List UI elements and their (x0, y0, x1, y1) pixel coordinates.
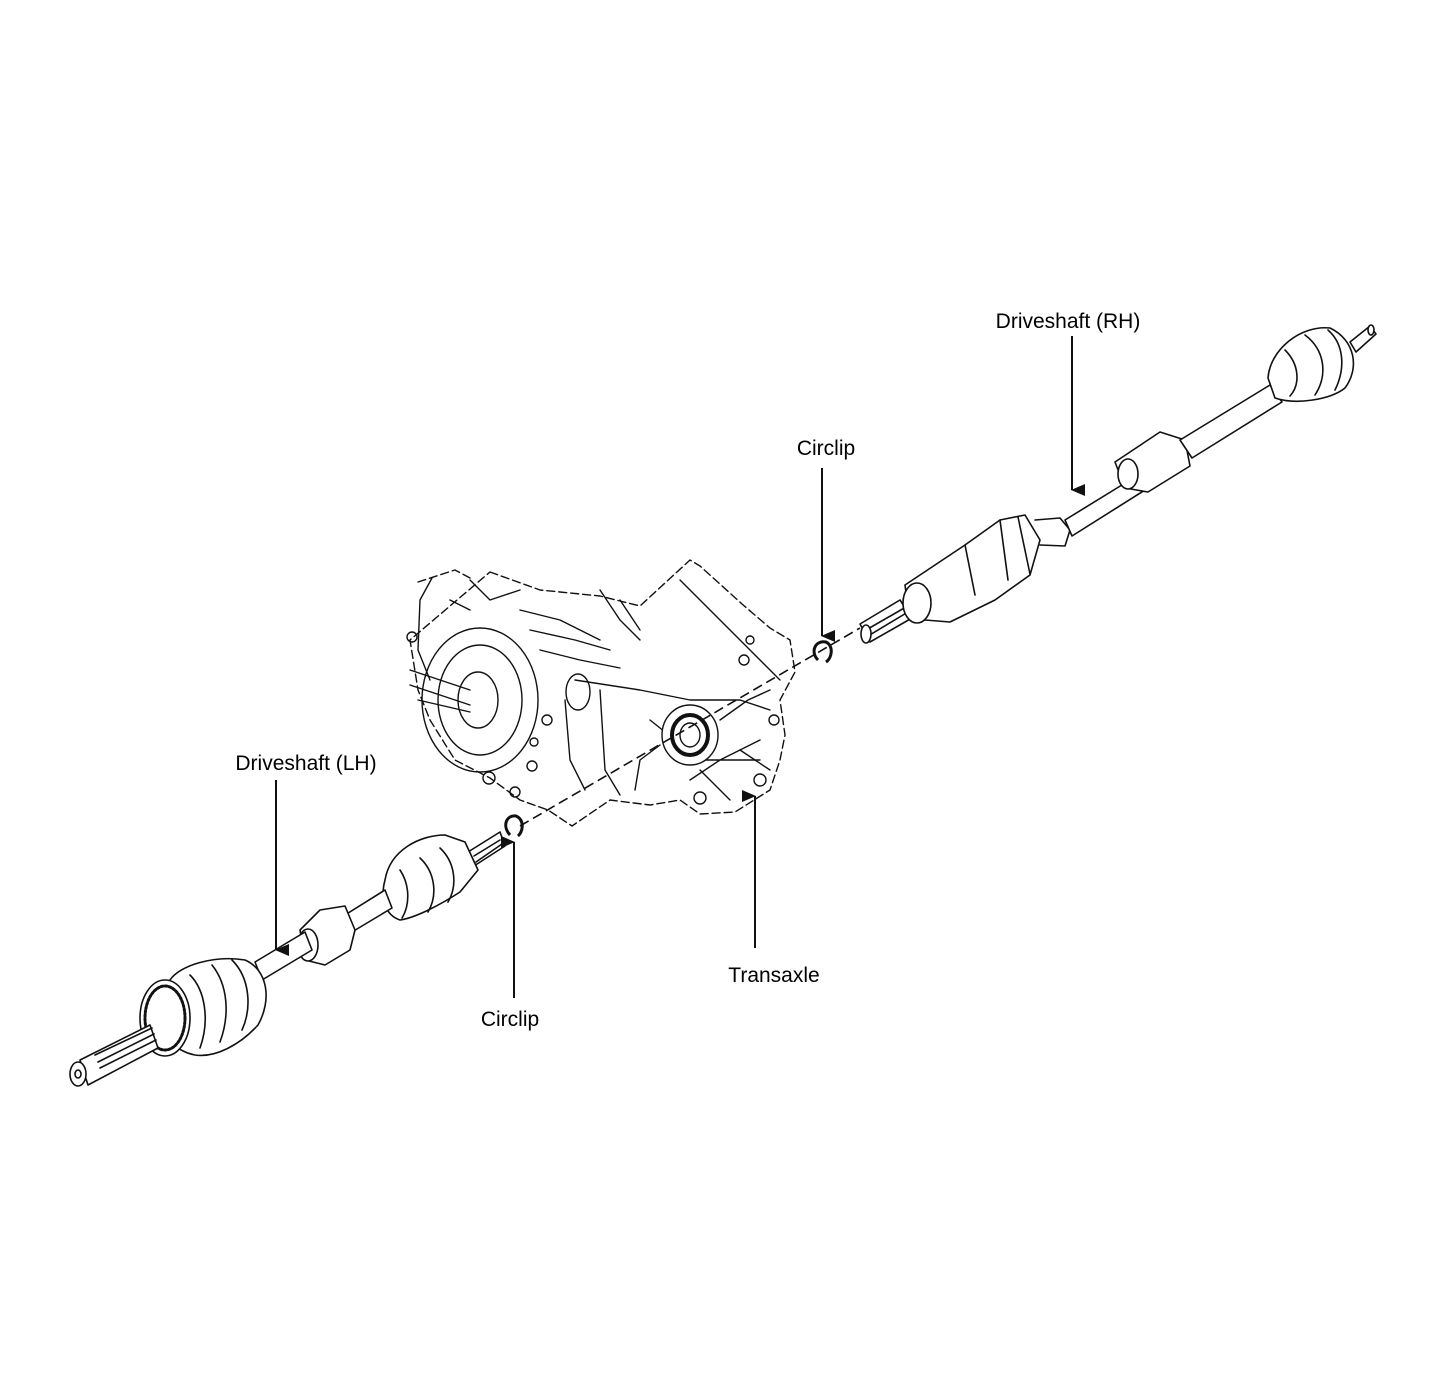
label-transaxle: Transaxle (728, 964, 819, 987)
label-circlip-lower: Circlip (481, 1008, 539, 1031)
circlip-lower-part (504, 814, 524, 838)
shaft-axis (519, 627, 861, 827)
leader-lines (275, 336, 1085, 998)
circlip-upper-part (812, 640, 833, 664)
label-circlip-upper: Circlip (797, 437, 855, 460)
driveshaft-rh (859, 324, 1377, 644)
callout-labels: Driveshaft (RH) Circlip Driveshaft (LH) … (235, 310, 1140, 1031)
label-driveshaft-rh: Driveshaft (RH) (996, 310, 1141, 333)
label-driveshaft-lh: Driveshaft (LH) (235, 752, 376, 775)
driveshaft-lh (69, 831, 506, 1087)
transaxle-housing (406, 559, 796, 827)
